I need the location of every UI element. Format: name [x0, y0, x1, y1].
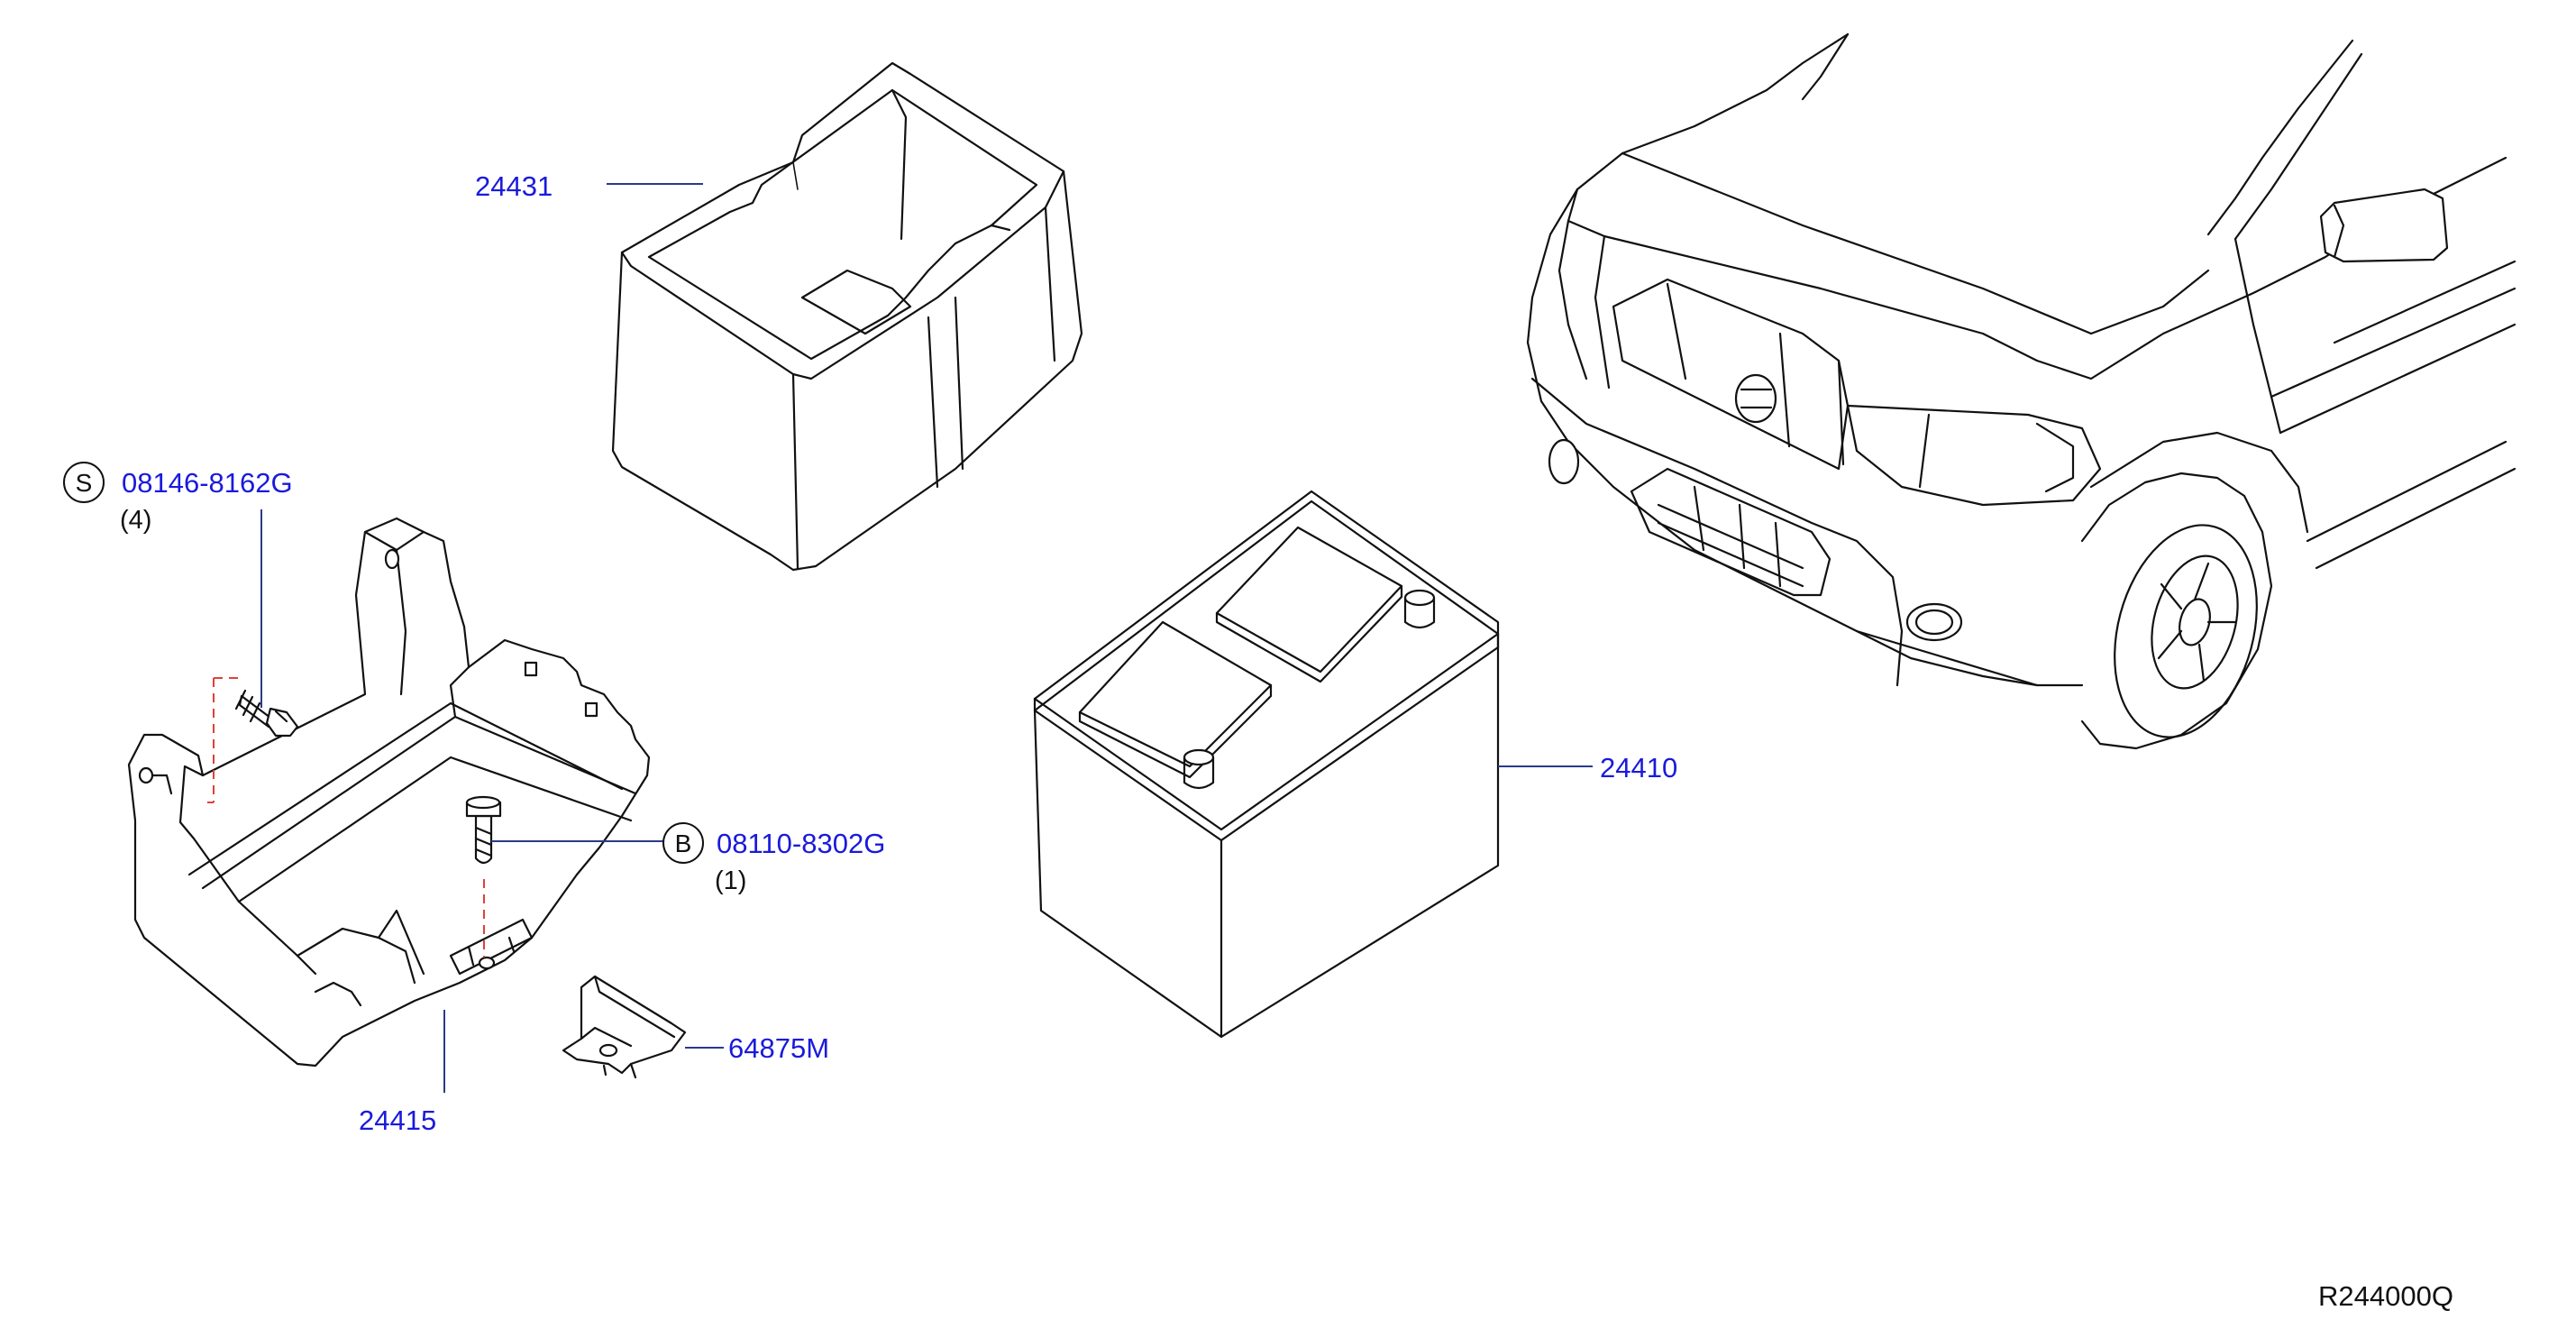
vehicle-drawing	[1526, 32, 2517, 750]
battery-drawing	[1033, 490, 1500, 1039]
part-number-battery-cover[interactable]: 24431	[475, 170, 553, 202]
part-number-bolt-b[interactable]: 08110-8302G	[717, 828, 885, 859]
bolt-b-drawing	[465, 795, 502, 865]
bolt-s-drawing	[234, 689, 299, 738]
bolt-b-quantity: (1)	[715, 866, 746, 895]
part-number-bolt-s[interactable]: 08146-8162G	[122, 467, 293, 499]
bolt-s-guide	[207, 677, 239, 803]
bolt-s-quantity: (4)	[120, 506, 151, 535]
s-symbol-circle	[63, 462, 105, 503]
part-number-battery[interactable]: 24410	[1600, 752, 1677, 784]
bracket-drawing	[562, 975, 687, 1079]
battery-tray-drawing	[127, 517, 651, 1068]
b-symbol-letter: B	[675, 829, 692, 857]
diagram-reference-code: R244000Q	[2318, 1280, 2453, 1312]
s-symbol-letter: S	[76, 469, 93, 497]
part-number-bracket[interactable]: 64875M	[728, 1032, 829, 1064]
battery-cover-drawing	[611, 61, 1083, 572]
part-number-battery-tray[interactable]: 24415	[359, 1104, 436, 1136]
b-symbol-circle	[662, 822, 704, 864]
